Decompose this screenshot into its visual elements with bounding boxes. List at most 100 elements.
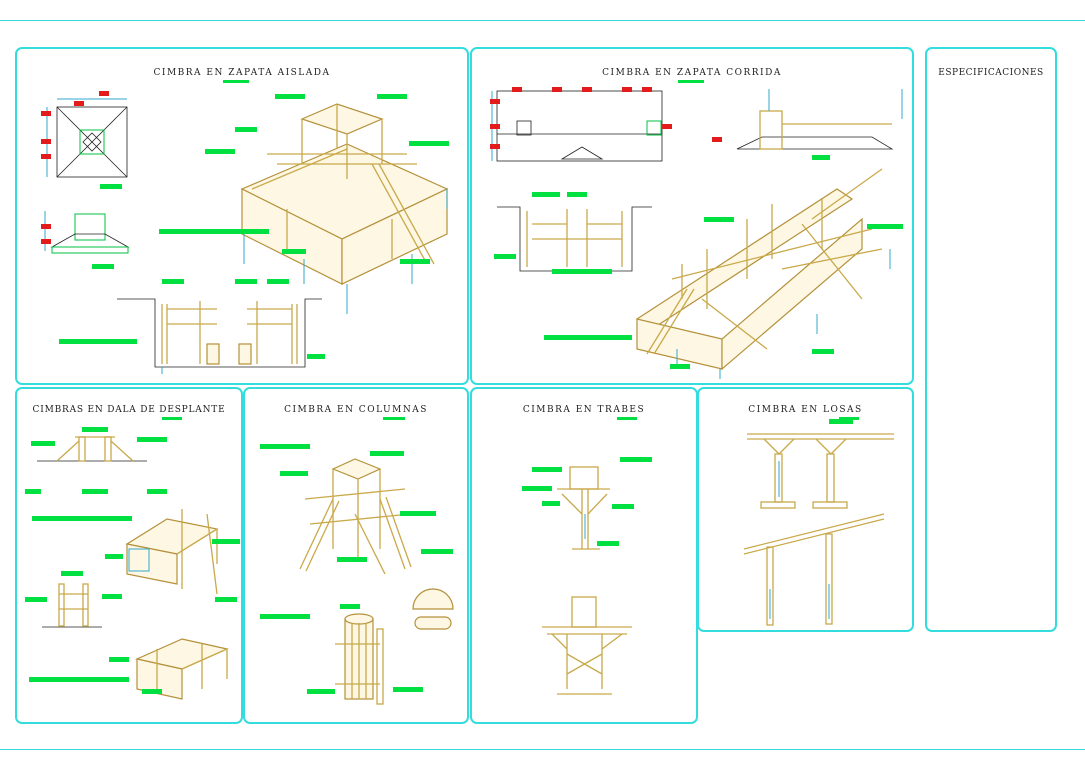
trench-section (117, 298, 322, 374)
drawing-label (282, 249, 306, 254)
panel-title: CIMBRA EN COLUMNAS (284, 405, 428, 415)
column-round-form (335, 613, 384, 705)
drawing-label (25, 597, 47, 602)
dimension-mark (662, 124, 672, 129)
drawing-label (29, 677, 129, 682)
drawing-label (102, 594, 122, 599)
drawing-label (82, 489, 108, 494)
title-underline (839, 417, 859, 420)
drawing-label (307, 354, 325, 359)
drawing-label (612, 504, 634, 509)
drawing-label (235, 127, 257, 132)
slab-shoring-level (747, 433, 894, 509)
drawing-label (532, 467, 562, 472)
drawing-label (205, 149, 235, 154)
panel-title: ESPECIFICACIONES (938, 68, 1044, 78)
beam-shoring-bottom (542, 596, 632, 695)
footing-section-view (44, 211, 130, 254)
dimension-mark (41, 154, 51, 159)
drawing-label (393, 687, 423, 692)
dimension-mark (490, 99, 500, 104)
dimension-mark (622, 87, 632, 92)
drawing-label (105, 554, 123, 559)
strip-isometric (635, 168, 891, 379)
drawing-label (340, 604, 360, 609)
dimension-mark (582, 87, 592, 92)
panel-title: CIMBRA EN ZAPATA AISLADA (153, 68, 331, 78)
drawing-label (542, 501, 560, 506)
drawing-label (670, 364, 690, 369)
dimension-mark (41, 111, 51, 116)
drawing-label (377, 94, 407, 99)
dimension-mark (552, 87, 562, 92)
drawing-label (400, 511, 436, 516)
column-formwork-drawing (299, 458, 454, 705)
strip-trench-section (497, 206, 652, 272)
dimension-mark (642, 87, 652, 92)
panel-title: CIMBRA EN LOSAS (748, 405, 863, 415)
panel-losas: CIMBRA EN LOSAS (697, 387, 914, 632)
drawing-label (552, 269, 612, 274)
title-underline (678, 80, 704, 83)
drawing-label (159, 229, 269, 234)
grade-beam-drawing (37, 436, 229, 700)
dimension-mark (99, 91, 109, 96)
drawing-label (597, 541, 619, 546)
beam-shoring-top (557, 466, 610, 550)
beam-section-small (42, 583, 102, 628)
dimension-mark (490, 144, 500, 149)
title-underline (223, 80, 249, 83)
drawing-label (109, 657, 129, 662)
drawing-label (400, 259, 430, 264)
drawing-label (494, 254, 516, 259)
dimension-mark (512, 87, 522, 92)
drawing-label (260, 614, 310, 619)
drawing-label (532, 192, 560, 197)
drawing-label (829, 419, 853, 424)
dimension-mark (41, 239, 51, 244)
drawing-label (522, 486, 552, 491)
strip-section-view (736, 89, 903, 150)
title-underline (617, 417, 637, 420)
drawing-label (275, 94, 305, 99)
slab-shoring-sloped (743, 513, 885, 626)
drawing-label (32, 516, 132, 521)
beam-section-top (37, 436, 147, 462)
beam-isometric (125, 509, 219, 595)
drawing-label (137, 437, 167, 442)
footing-plan-view (46, 98, 128, 178)
dimension-mark (712, 137, 722, 142)
drawing-label (92, 264, 114, 269)
panel-especificaciones: ESPECIFICACIONES (925, 47, 1057, 632)
drawing-label (147, 489, 167, 494)
drawing-label (215, 597, 237, 602)
drawing-label (620, 457, 652, 462)
drawing-label (337, 557, 367, 562)
panel-zapata-aislada: CIMBRA EN ZAPATA AISLADA (15, 47, 469, 385)
panel-title: CIMBRAS EN DALA DE DESPLANTE (32, 405, 226, 415)
drawing-label (370, 451, 404, 456)
drawing-label (812, 349, 834, 354)
drawing-label (260, 444, 310, 449)
column-clamp-detail (412, 588, 454, 630)
drawing-label (307, 689, 335, 694)
title-underline (383, 417, 405, 420)
drawing-label (235, 279, 257, 284)
drawing-label (31, 441, 55, 446)
panel-title: CIMBRA EN ZAPATA CORRIDA (602, 68, 782, 78)
panel-zapata-corrida: CIMBRA EN ZAPATA CORRIDA (470, 47, 914, 385)
dimension-mark (41, 139, 51, 144)
drawing-label (280, 471, 308, 476)
drawing-label (267, 279, 289, 284)
strip-footing-drawing (491, 89, 903, 379)
dimension-mark (74, 101, 84, 106)
beam-formwork-drawing (542, 466, 632, 695)
drawing-label (142, 689, 162, 694)
title-underline (162, 417, 182, 420)
panel-title: CIMBRA EN TRABES (522, 405, 646, 415)
panel-trabes: CIMBRA EN TRABES (470, 387, 698, 724)
drawing-label (25, 489, 41, 494)
panel-columnas: CIMBRA EN COLUMNAS (243, 387, 469, 724)
dimension-mark (41, 224, 51, 229)
drawing-label (82, 427, 108, 432)
